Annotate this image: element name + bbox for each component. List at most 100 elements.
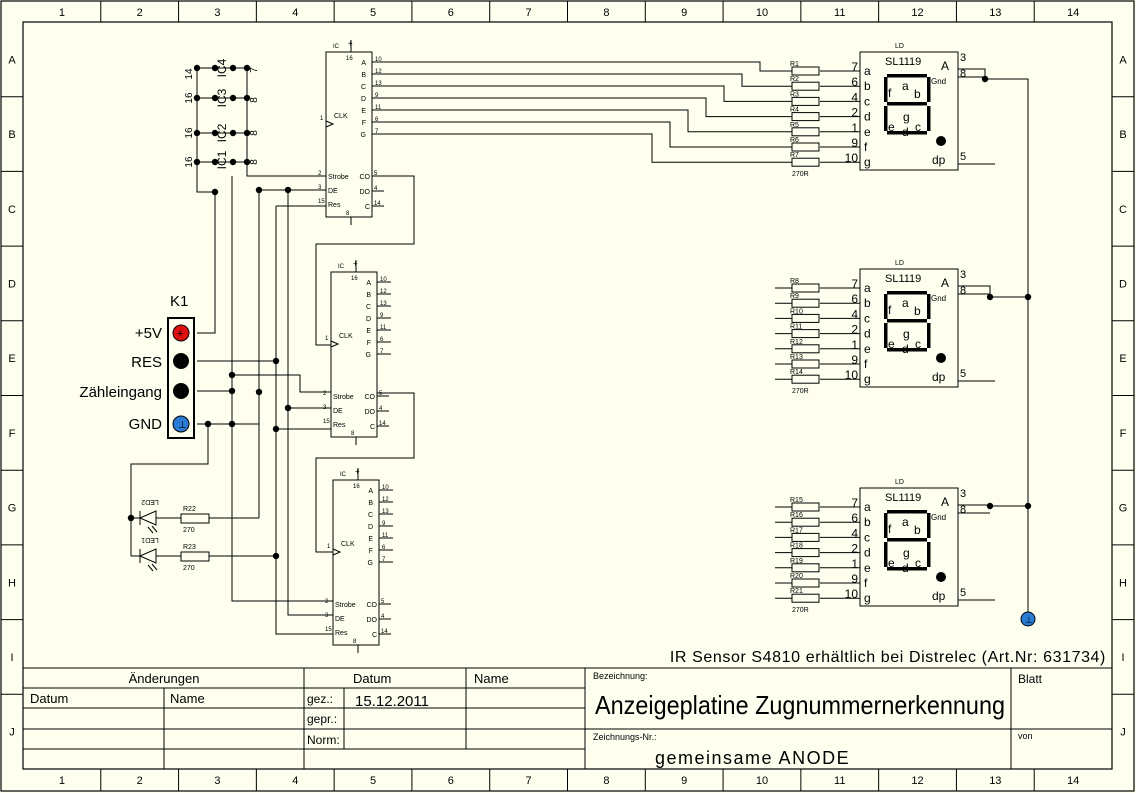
display-seg-label: f <box>864 140 868 154</box>
wire <box>958 285 1028 298</box>
ic-output-name: E <box>361 108 366 115</box>
seg-f: f <box>888 86 892 100</box>
ic-right-name: CO <box>365 394 376 401</box>
frame-row-left: C <box>8 204 16 216</box>
ic-left-pin: 2 <box>323 391 327 397</box>
ic-gnd-pin: 8 <box>351 431 355 437</box>
junction-dot <box>255 388 263 396</box>
display-pin: 9 <box>851 353 858 367</box>
display-dp-label: dp <box>932 589 946 603</box>
ic-output-pin: 12 <box>380 289 387 295</box>
frame-col-bottom: 1 <box>59 775 65 787</box>
seg-g: g <box>903 546 910 560</box>
wire <box>246 68 326 177</box>
junction-dot <box>193 158 201 166</box>
frame-row-left: G <box>8 503 17 515</box>
svg-text:⊥: ⊥ <box>178 420 187 431</box>
display-part: SL1119 <box>885 273 921 285</box>
resistor-ref: R19 <box>790 558 803 565</box>
dp-dot-icon <box>936 572 946 582</box>
junction-dot <box>284 186 292 194</box>
led-resistor <box>180 551 210 562</box>
seg-f: f <box>888 522 892 536</box>
junction-dot <box>272 552 280 560</box>
ic-left-pin: 3 <box>318 185 322 191</box>
junction-dots <box>127 64 1032 560</box>
dp-pin: 5 <box>960 587 966 599</box>
junction-dot <box>228 387 236 395</box>
seg-a: a <box>902 296 909 310</box>
ic-output-name: F <box>367 340 371 347</box>
seg-a: a <box>902 515 909 529</box>
junction-dot <box>986 502 994 510</box>
resistor-ref: R12 <box>790 339 803 346</box>
display-seg-label: d <box>864 546 871 560</box>
junction-dot <box>211 129 219 137</box>
resistor-ref: R15 <box>790 497 803 504</box>
junction-dot <box>1024 293 1032 301</box>
wire <box>386 61 792 72</box>
ic-ref: IC <box>338 264 345 270</box>
frame-col-top: 10 <box>756 7 768 19</box>
ic-vcc-mark: + <box>353 259 358 268</box>
seg-b: b <box>914 304 921 318</box>
frame-col-top: 5 <box>370 7 376 19</box>
pin-label-count: Zähleingang <box>79 384 162 401</box>
display-pin: 6 <box>851 511 858 525</box>
display-seg-label: f <box>864 576 868 590</box>
display-pin: 4 <box>851 90 858 104</box>
resistor-value: 270R <box>792 388 809 395</box>
display-part: SL1119 <box>885 56 921 68</box>
frame-row-right: G <box>1119 503 1128 515</box>
frame-col-top: 13 <box>989 7 1001 19</box>
power-right-ic4: 7 <box>249 67 260 73</box>
drawing-no-label: Zeichnungs-Nr.: <box>593 732 657 742</box>
ic-clk-name: CLK <box>341 541 355 548</box>
display-seg-label: c <box>864 94 870 108</box>
display-seg-label: e <box>864 342 871 356</box>
junction-dot <box>284 404 292 412</box>
junction-dot <box>211 94 219 102</box>
ic-left-pin: 15 <box>325 627 332 633</box>
display-seg-label: g <box>864 372 871 386</box>
display-pin: 1 <box>851 338 858 352</box>
segment-resistor <box>791 157 820 167</box>
display-pin: 9 <box>851 572 858 586</box>
display-seg-label: c <box>864 311 870 325</box>
junction-dot <box>243 129 251 137</box>
resistor-ref: R20 <box>790 573 803 580</box>
ic-output-name: D <box>366 316 371 323</box>
junction-dot <box>193 129 201 137</box>
ic-output-pin: 7 <box>380 349 384 355</box>
segment-resistor <box>791 298 820 308</box>
display-pin: 4 <box>851 526 858 540</box>
junction-dot <box>243 64 251 72</box>
seg-c: c <box>915 120 921 134</box>
resistor-ref: R8 <box>790 278 799 285</box>
ic-right-name: DO <box>360 189 371 196</box>
display-anode: A <box>941 495 949 509</box>
junction-dot <box>127 514 135 522</box>
ic-right-name: C <box>365 204 370 211</box>
resistor-ref: R16 <box>790 512 803 519</box>
display-pin: 2 <box>851 106 858 120</box>
power-left-ic3: 16 <box>184 92 195 104</box>
wire <box>386 97 792 118</box>
display-gnd: Gnd <box>931 513 946 522</box>
resistor-ref: R2 <box>790 76 799 83</box>
resistor-ref: R7 <box>790 152 799 159</box>
anode-pin-2: 8 <box>960 285 966 297</box>
segment-resistor <box>791 66 820 76</box>
drawn-date: 15.12.2011 <box>355 693 429 710</box>
display-seg-label: b <box>864 296 871 310</box>
display-gnd: Gnd <box>931 294 946 303</box>
frame-row-right: H <box>1119 577 1127 589</box>
display-ref: LD <box>895 43 904 50</box>
resistor-value: 270R <box>792 171 809 178</box>
ic-right-name: DO <box>367 617 378 624</box>
wire <box>315 175 415 346</box>
led-name: LED2 <box>141 498 159 505</box>
resistor-ref: R21 <box>790 588 803 595</box>
wire <box>386 133 792 163</box>
